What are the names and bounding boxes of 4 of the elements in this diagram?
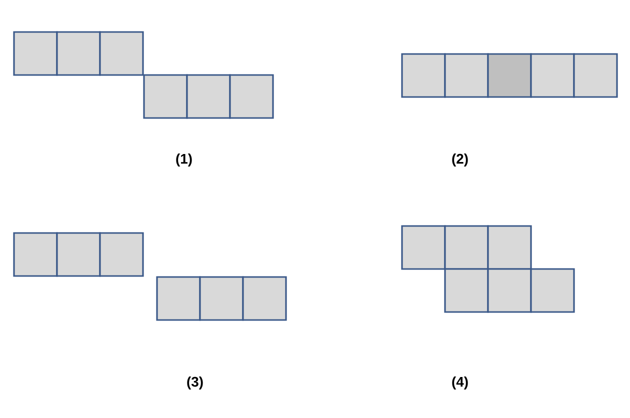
figure-label: (2): [452, 154, 468, 166]
figure-label: (4): [452, 376, 468, 390]
figure-label: (3): [187, 376, 203, 390]
figure-label: (1): [176, 154, 192, 166]
